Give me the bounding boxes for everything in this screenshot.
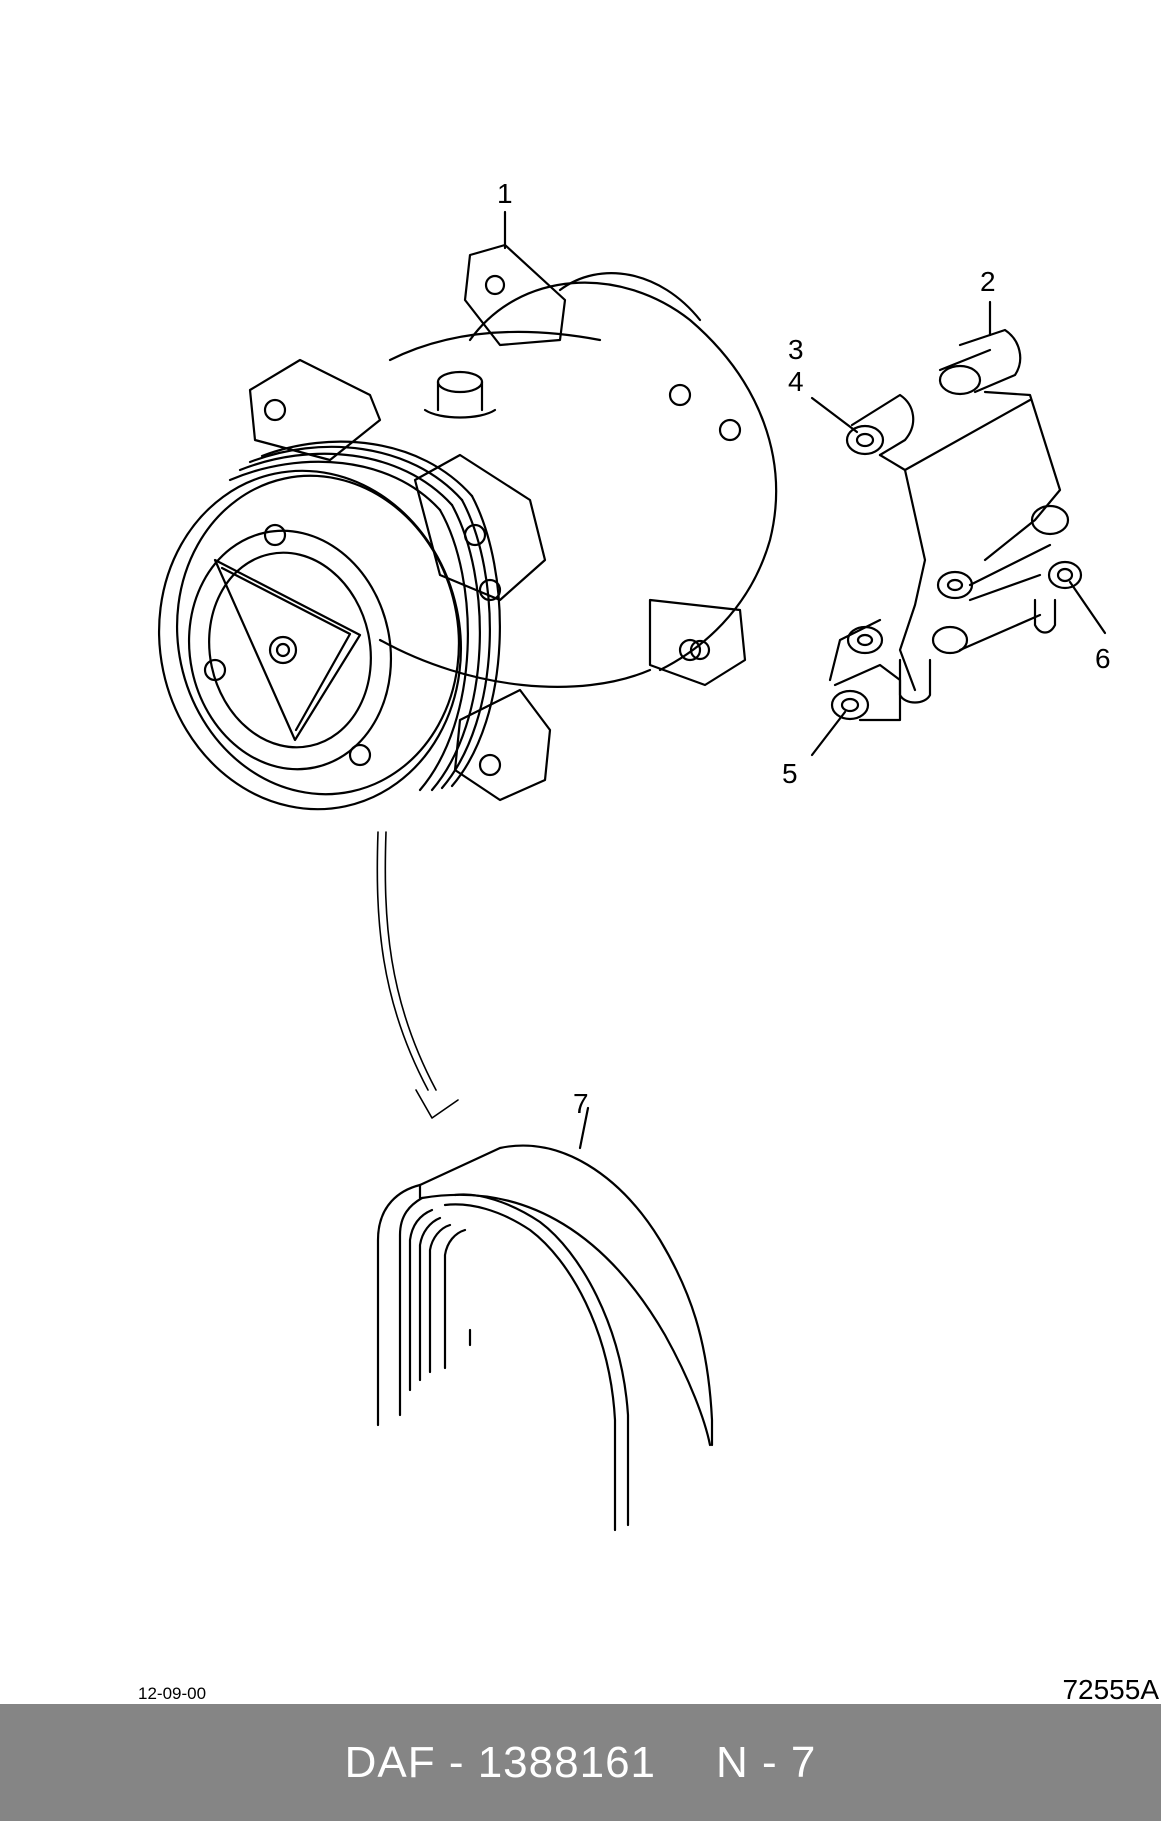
footer-bar: DAF - 1388161 N - 7 [0, 1704, 1161, 1821]
callout-7: 7 [573, 1088, 589, 1119]
compressor-part-1 [157, 243, 778, 811]
leader-line-4 [810, 396, 859, 434]
position-label: N - 7 [716, 1737, 817, 1787]
callout-3: 3 [788, 334, 804, 365]
leader-line-5 [810, 710, 847, 757]
callout-5: 5 [782, 758, 798, 789]
assembly-arrow [376, 831, 459, 1119]
drawing-reference: 72555A [1062, 1674, 1159, 1705]
callout-1: 1 [497, 178, 513, 209]
callout-2: 2 [980, 266, 996, 297]
bracket-part-2 [828, 328, 1083, 722]
leader-line-6 [1068, 580, 1107, 635]
part-number-label: DAF - 1388161 [344, 1737, 657, 1787]
drawing-date: 12-09-00 [138, 1684, 207, 1703]
callout-6: 6 [1095, 643, 1111, 674]
callout-4: 4 [788, 366, 804, 397]
exploded-parts-diagram [157, 210, 1107, 1532]
belt-part-7 [376, 1144, 714, 1532]
leader-line-7 [578, 1106, 590, 1150]
